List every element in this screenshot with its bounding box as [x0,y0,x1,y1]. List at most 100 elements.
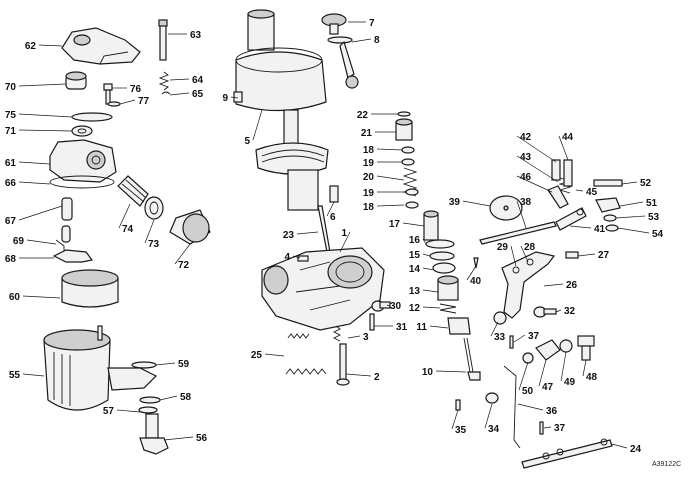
callout-number-55: 55 [9,370,21,381]
callout-leader-line [462,200,491,207]
callout-number-54: 54 [652,229,664,240]
callout-number-52: 52 [640,178,652,189]
callout-leader-line [292,255,301,259]
callout-leader-line [174,243,191,265]
callout-number-16: 16 [409,235,421,246]
callout-leader-line [490,321,499,337]
callout-leader-line [513,334,526,343]
callout-leader-line [18,83,67,87]
needle-part [158,19,168,61]
callout-leader-line [611,443,628,449]
callout-leader-line [18,181,51,185]
callout-leader-line [376,148,403,151]
jet-part [332,325,350,386]
callout-number-53: 53 [648,212,660,223]
callout-leader-line [347,335,361,339]
callout-leader-line [339,231,351,253]
chamber-washer-parts [131,361,161,414]
callout-leader-line [169,78,190,81]
bracket-screw-part [565,251,579,259]
callout-number-37: 37 [528,331,540,342]
callout-leader-line [516,155,559,183]
callout-leader-line [119,99,136,105]
callout-number-22: 22 [357,110,369,121]
callout-leader-line [18,161,51,165]
callout-number-42: 42 [520,132,532,143]
callout-leader-line [386,304,391,307]
callout-number-2: 2 [374,372,380,383]
callout-leader-line [619,201,644,207]
callout-leader-line [617,227,650,234]
cap-nut-part [65,71,87,90]
callout-leader-line [451,409,459,430]
drawing-reference-code: A39122C [652,461,681,468]
carburettor-body-part [261,247,385,331]
callout-number-25: 25 [251,350,263,361]
callout-number-71: 71 [5,126,17,137]
callout-number-7: 7 [369,18,375,29]
callout-leader-line [543,283,564,287]
callout-number-31: 31 [396,322,408,333]
callout-number-23: 23 [283,230,295,241]
callout-leader-line [621,181,638,185]
callout-number-62: 62 [25,41,37,52]
linkage-bracket-part [501,251,556,319]
callout-leader-line [435,370,467,373]
callout-number-49: 49 [564,377,576,388]
callout-leader-line [466,265,477,281]
split-pin-parts [509,335,544,435]
callout-leader-line [22,373,45,377]
callout-number-65: 65 [192,89,204,100]
callout-leader-line [518,361,529,391]
callout-number-70: 70 [5,82,17,93]
callout-number-44: 44 [562,132,574,143]
callout-number-73: 73 [148,239,160,250]
chamber-bolt-part [139,413,169,455]
chamber-screw-part [233,91,243,103]
callout-number-17: 17 [389,219,401,230]
callout-leader-line [422,267,435,271]
callout-leader-line [422,306,441,309]
damper-part [321,13,359,89]
callout-leader-line [252,109,263,141]
callout-leader-line [569,225,592,229]
callout-leader-line [18,113,73,118]
cam-lever-part [535,339,561,361]
callout-number-6: 6 [330,212,336,223]
callout-number-19: 19 [363,158,375,169]
callout-number-40: 40 [470,276,482,287]
callout-number-59: 59 [178,359,190,370]
adjust-screw-part [371,300,391,312]
callout-number-61: 61 [5,158,17,169]
connecting-rod-part [521,438,613,469]
callout-leader-line [402,222,425,227]
callout-leader-line [516,175,553,193]
callout-leader-line [163,436,194,441]
throttle-spindle-part [479,221,557,245]
callout-leader-line [351,38,372,43]
callout-leader-line [577,253,596,257]
callout-number-3: 3 [363,332,369,343]
fibre-washer-part [144,196,164,220]
callout-number-9: 9 [222,93,228,104]
filter-part [117,175,149,207]
banjo-bolt-part [169,209,211,245]
callout-number-12: 12 [409,303,421,314]
float-part [61,269,119,308]
callout-number-66: 66 [5,178,17,189]
callout-leader-line [18,205,63,221]
bolt-part [103,83,121,107]
callout-number-46: 46 [520,172,532,183]
callout-number-39: 39 [449,197,461,208]
callout-number-38: 38 [520,197,532,208]
callout-leader-line [484,403,493,429]
callout-number-15: 15 [409,250,421,261]
callout-leader-line [582,359,587,377]
callout-number-33: 33 [494,332,506,343]
callout-number-14: 14 [409,264,421,275]
callout-number-24: 24 [630,444,642,455]
jet-stack-parts [395,111,499,411]
callout-leader-line [543,426,552,429]
callout-number-29: 29 [497,242,509,253]
